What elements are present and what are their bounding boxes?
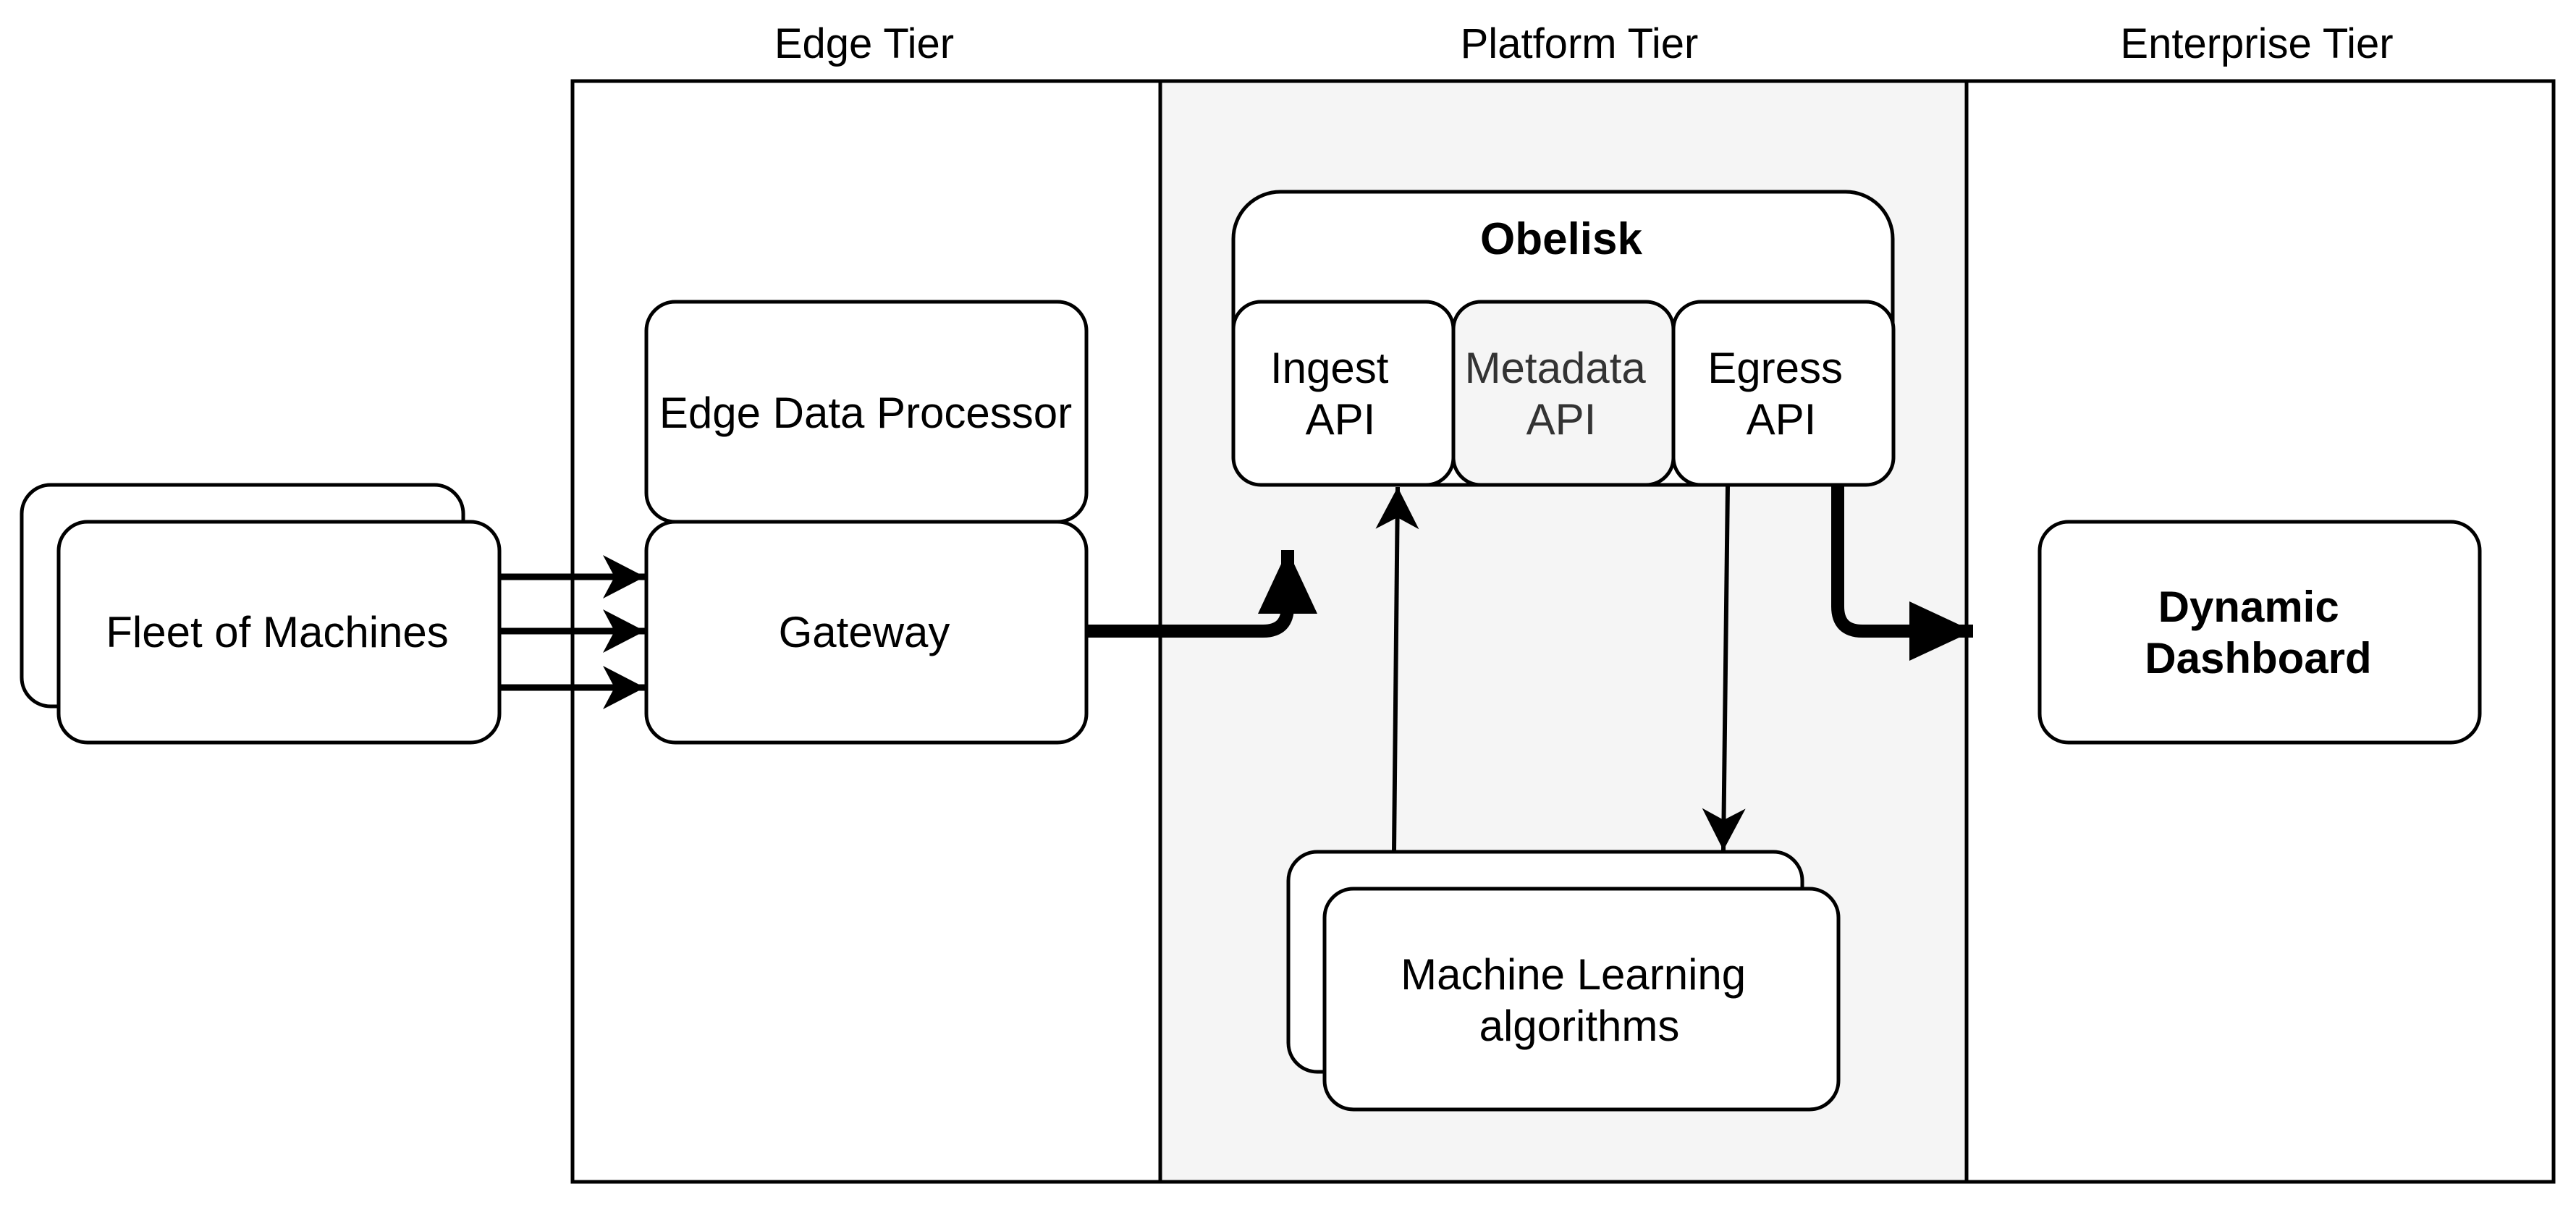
ingest-api-node (1231, 300, 1456, 487)
dashboard-line-2: Dashboard (2145, 634, 2371, 682)
ingest-api-label: Ingest API (1270, 344, 1401, 444)
egress-api-label: Egress API (1707, 344, 1854, 444)
dashboard-line-1: Dynamic (2158, 583, 2339, 631)
tier-label-platform: Platform Tier (1461, 20, 1699, 67)
ml-node (1322, 887, 1841, 1112)
egress-api-line-2: API (1747, 395, 1817, 444)
ml-label: Machine Learning algorithms (1401, 950, 1758, 1050)
ingest-api-line-1: Ingest (1270, 344, 1389, 392)
metadata-api-line-1: Metadata (1465, 344, 1647, 392)
ml-line-1: Machine Learning (1401, 950, 1746, 999)
ml-to-ingest-arrow (1375, 486, 1419, 853)
dashboard-label: Dynamic Dashboard (2145, 583, 2371, 682)
egress-api-node (1671, 300, 1896, 487)
egress-to-dashboard-arrow (1831, 485, 1973, 661)
tier-label-edge: Edge Tier (774, 20, 954, 67)
ingest-api-line-2: API (1306, 395, 1376, 444)
dashboard-node (2037, 520, 2482, 745)
metadata-api-line-2: API (1526, 395, 1597, 444)
ml-line-2: algorithms (1479, 1002, 1680, 1050)
gateway-to-ingest-arrow (1086, 550, 1317, 638)
tier-label-enterprise: Enterprise Tier (2120, 20, 2393, 67)
metadata-api-node (1451, 300, 1676, 487)
gateway-label: Gateway (779, 608, 950, 656)
obelisk-label: Obelisk (1480, 214, 1643, 264)
egress-to-ml-arrow (1702, 484, 1746, 851)
fleet-label: Fleet of Machines (106, 608, 449, 656)
metadata-api-label: Metadata API (1465, 344, 1658, 444)
edge-processor-label: Edge Data Processor (659, 389, 1072, 437)
egress-api-line-1: Egress (1707, 344, 1843, 392)
